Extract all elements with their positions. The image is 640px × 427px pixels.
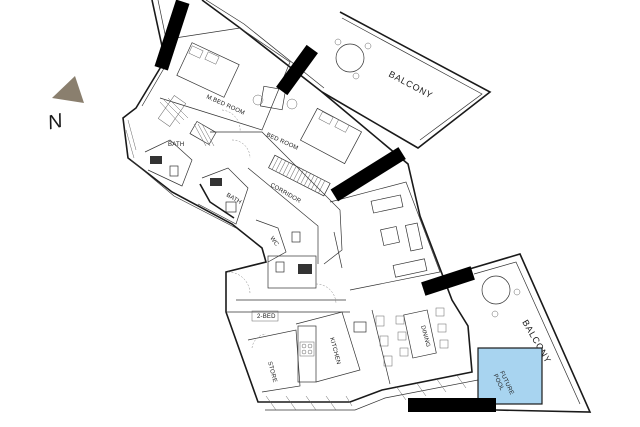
compass-arrow-icon	[52, 76, 84, 103]
redaction-bar	[421, 266, 475, 296]
toilet-icon	[275, 261, 285, 273]
redaction-bar	[330, 147, 406, 202]
chair-icon	[397, 331, 407, 341]
pillow-icon	[318, 111, 334, 125]
chair-icon	[252, 94, 264, 106]
redaction-bar	[276, 44, 318, 96]
chair-icon	[364, 42, 372, 50]
dining: DINING	[371, 307, 449, 385]
sink-icon	[353, 321, 367, 333]
wc-label: WC	[268, 236, 279, 248]
chair-icon	[437, 323, 447, 333]
sink-icon	[210, 178, 222, 186]
store-label: STORE	[266, 361, 277, 383]
coffee-table-icon	[380, 226, 400, 246]
bath-left-label: BATH	[168, 142, 184, 148]
kitchen-label: KITCHEN	[328, 337, 341, 365]
chair-icon	[352, 72, 360, 80]
sink-icon	[150, 156, 162, 164]
bath-right: BATH	[197, 167, 249, 225]
chair-icon	[399, 347, 409, 357]
desk-area	[252, 85, 298, 111]
balcony-right: BALCONY FUTUREPOOL	[465, 253, 592, 413]
table-icon	[335, 43, 365, 73]
burner-icon	[301, 349, 307, 355]
sofa-icon	[392, 258, 428, 278]
burner-icon	[307, 343, 313, 349]
burner-icon	[301, 343, 307, 349]
wardrobe-icon	[268, 154, 331, 197]
chair-icon	[435, 307, 445, 317]
pillow-icon	[188, 45, 204, 59]
armchair-icon	[405, 222, 423, 252]
toilet-icon	[169, 165, 179, 177]
chair-icon	[395, 315, 405, 325]
toilet-icon	[291, 231, 301, 243]
bed-icon	[176, 42, 240, 98]
two-bed-tag	[251, 310, 279, 322]
chair-icon	[513, 288, 521, 296]
stove-icon	[299, 341, 315, 357]
pillow-icon	[204, 51, 220, 65]
chair-icon	[379, 335, 389, 347]
service-room	[267, 255, 317, 289]
store: STORE	[247, 329, 301, 393]
desk-icon	[260, 85, 286, 111]
dining-label: DINING	[419, 325, 431, 348]
bath-left: BATH	[144, 120, 217, 187]
outer-walls	[122, 0, 479, 411]
redaction-bars	[154, 0, 496, 412]
chair-icon	[491, 310, 499, 318]
pillow-icon	[334, 119, 350, 133]
toilet-icon	[225, 201, 237, 213]
chair-icon	[286, 98, 298, 110]
chair-icon	[334, 38, 342, 46]
balcony-top: BALCONY	[321, 11, 492, 149]
sink-icon	[298, 264, 312, 274]
bath-right-label: BATH	[225, 193, 242, 206]
chair-icon	[375, 315, 385, 327]
two-bed-label: 2-BED	[257, 314, 276, 320]
bath-left-wardrobe-icon	[189, 120, 217, 146]
service-block: 2-BED	[226, 255, 350, 322]
master-bed-label: M.BED ROOM	[205, 94, 245, 116]
counter-icon	[297, 325, 317, 383]
chair-icon	[383, 355, 393, 367]
redaction-bar	[408, 398, 496, 412]
kitchen: KITCHEN	[295, 311, 367, 383]
redaction-bar	[154, 0, 190, 71]
compass-label: N	[46, 110, 65, 135]
burner-icon	[307, 349, 313, 355]
sofa-icon	[370, 194, 404, 214]
corridor-label: CORRIDOR	[269, 183, 302, 206]
bed-room-label: BED ROOM	[265, 132, 299, 151]
dining-table-icon	[403, 309, 437, 359]
master-bedroom: M.BED ROOM	[157, 27, 291, 131]
future-pool	[477, 347, 543, 405]
bottom-facade	[125, 119, 467, 411]
table-icon	[481, 275, 511, 305]
chair-icon	[439, 339, 449, 349]
north-compass: N	[46, 76, 84, 134]
wardrobe-icon	[157, 95, 187, 127]
wc: WC	[255, 219, 301, 263]
balcony-top-label: BALCONY	[387, 69, 435, 101]
living-room	[329, 181, 441, 291]
